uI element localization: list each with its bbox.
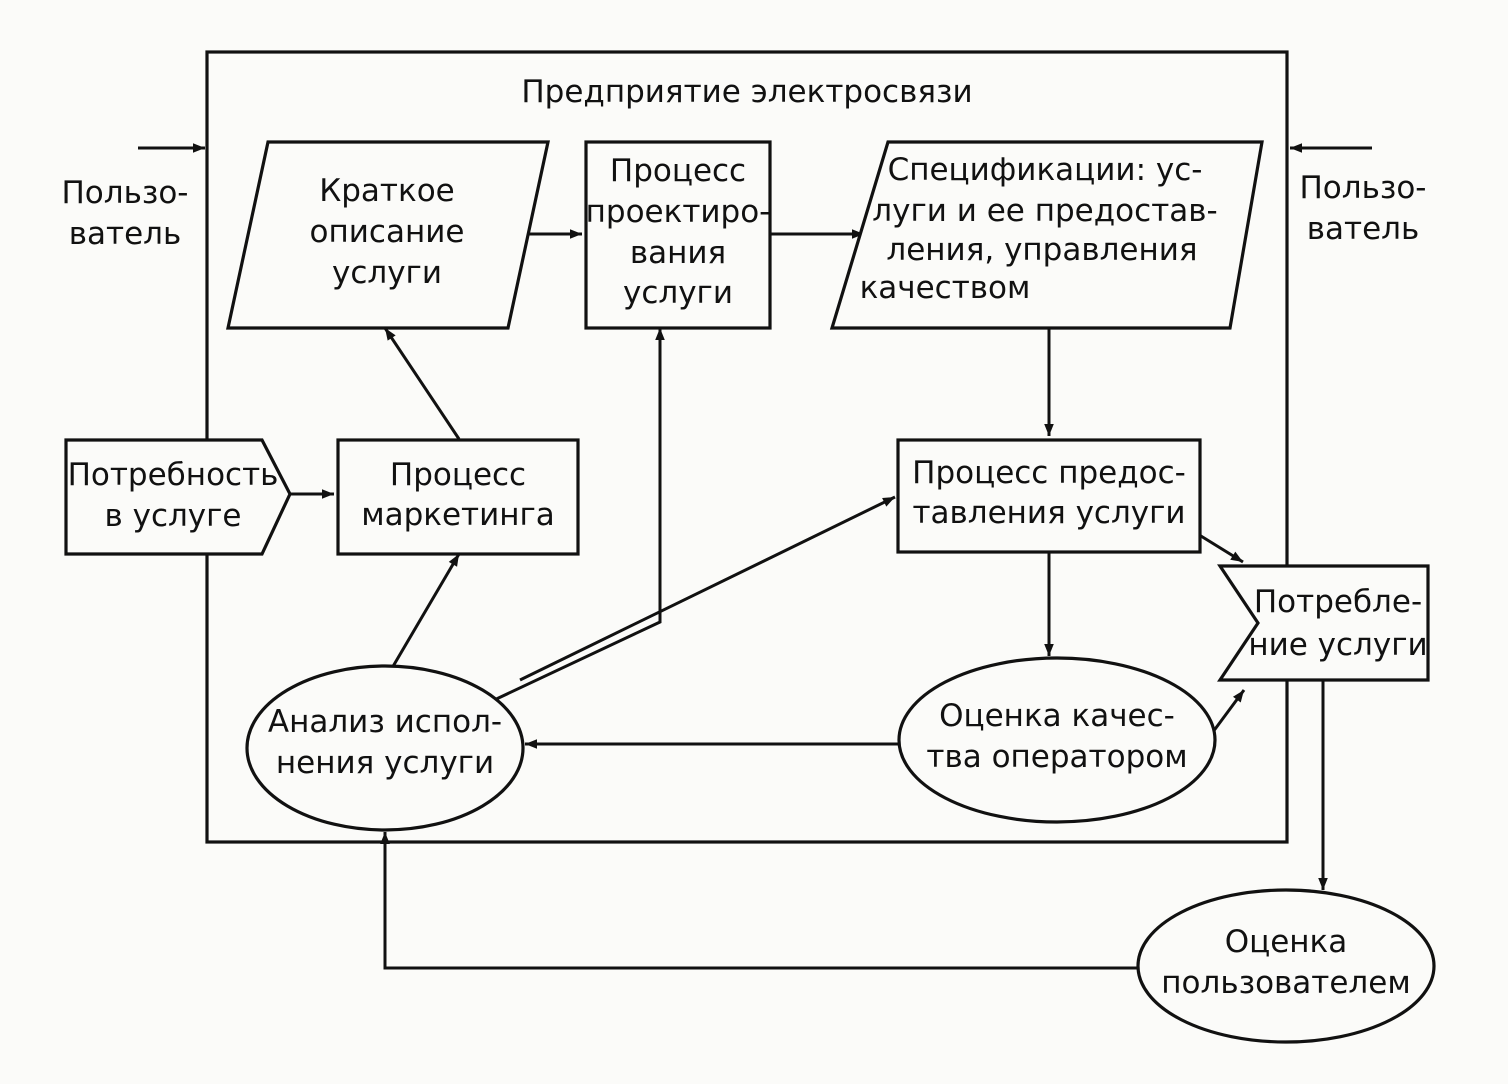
consumption-node: Потребле- ние услуги: [1217, 564, 1430, 682]
user-eval-line2: пользователем: [1161, 965, 1410, 1001]
user-left: Пользо- ватель: [62, 143, 205, 252]
marketing-process-node: Процесс маркетинга: [336, 438, 580, 556]
design-line4: услуги: [623, 275, 733, 311]
design-line1: Процесс: [610, 153, 746, 189]
consumption-line1: Потребле-: [1254, 584, 1422, 620]
specs-line4: качеством: [860, 270, 1031, 306]
need-line2: в услуге: [104, 498, 241, 534]
specs-line3: ления, управления: [886, 232, 1197, 268]
user-left-line1: Пользо-: [62, 175, 189, 211]
need-line1: Потребность: [68, 457, 279, 493]
design-line2: проектиро-: [586, 194, 771, 230]
brief-line1: Краткое: [319, 173, 455, 209]
specifications-node: Спецификации: ус- луги и ее предостав- л…: [829, 140, 1264, 330]
need-node: Потребность в услуге: [64, 438, 292, 556]
design-process-node: Процесс проектиро- вания услуги: [584, 140, 772, 330]
enterprise-title: Предприятие электросвязи: [521, 74, 972, 110]
service-brief-node: Краткое описание услуги: [226, 140, 550, 330]
user-right: Пользо- ватель: [1290, 143, 1427, 247]
operator-evaluation-node: Оценка качес- тва оператором: [897, 656, 1217, 824]
specs-line1: Спецификации: ус-: [888, 152, 1203, 188]
delivery-line2: тавления услуги: [912, 495, 1185, 531]
user-evaluation-node: Оценка пользователем: [1136, 888, 1436, 1044]
consumption-line2: ние услуги: [1248, 627, 1427, 663]
design-line3: вания: [630, 235, 726, 271]
connectors: [290, 229, 1328, 970]
operator-eval-line1: Оценка качес-: [939, 698, 1175, 734]
marketing-line1: Процесс: [390, 457, 526, 493]
delivery-process-node: Процесс предос- тавления услуги: [896, 438, 1202, 554]
analysis-line2: нения услуги: [276, 745, 494, 781]
user-eval-line1: Оценка: [1225, 924, 1348, 960]
user-right-line1: Пользо-: [1300, 170, 1427, 206]
user-left-line2: ватель: [69, 216, 181, 252]
marketing-line2: маркетинга: [361, 497, 555, 533]
user-right-line2: ватель: [1307, 211, 1419, 247]
brief-line3: услуги: [332, 255, 442, 291]
operator-eval-line2: тва оператором: [926, 739, 1187, 775]
specs-line2: луги и ее предостав-: [872, 193, 1217, 229]
brief-line2: описание: [310, 214, 465, 250]
analysis-line1: Анализ испол-: [268, 704, 502, 740]
delivery-line1: Процесс предос-: [912, 455, 1186, 491]
analysis-node: Анализ испол- нения услуги: [245, 664, 525, 832]
